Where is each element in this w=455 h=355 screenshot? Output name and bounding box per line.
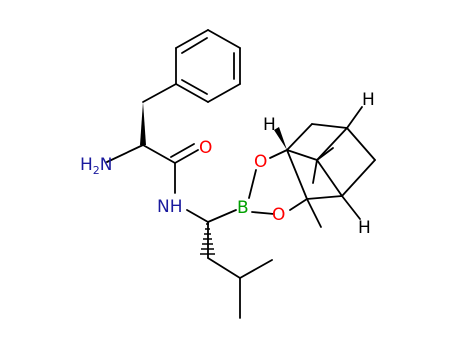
ch2-ch-bond — [207, 257, 241, 279]
wedge-bond — [140, 102, 146, 145]
bonds — [106, 29, 376, 319]
o-c-bond — [269, 149, 288, 159]
phenyl-bond — [175, 83, 209, 103]
isobutyl-bond — [239, 259, 273, 279]
cage-bond — [311, 123, 348, 129]
amide-nh-label: NH — [157, 197, 183, 217]
atom-labels: H2N NH O B O O H H H — [80, 90, 375, 238]
cage-bond — [346, 127, 376, 161]
h-label-top-left: H — [263, 115, 276, 135]
phenyl-bond — [207, 29, 241, 49]
h-bond — [341, 195, 361, 220]
methyl-bond — [316, 147, 334, 161]
h-bond — [346, 106, 363, 129]
wedge-bonds — [140, 102, 287, 150]
carbonyl-double-bond — [174, 149, 199, 164]
h-label-bottom-right: H — [358, 218, 371, 238]
ester-o1-label: O — [254, 152, 267, 172]
alpha-carbonyl-bond — [142, 144, 176, 164]
wedge-bond — [274, 127, 287, 150]
carbonyl-double-bond — [170, 143, 195, 158]
methyl-bond — [312, 159, 318, 184]
phenyl-double-bond — [181, 79, 208, 95]
boron-label: B — [237, 198, 249, 218]
cage-bond — [306, 195, 343, 200]
h-label-top-right: H — [362, 90, 375, 110]
carbonyl-o-label: O — [199, 138, 212, 158]
ester-o2-label: O — [272, 205, 285, 225]
cage-bond — [286, 123, 313, 151]
benzyl-bond — [142, 83, 177, 103]
cage-bond — [316, 127, 348, 161]
cage-bond — [316, 159, 343, 197]
alpha-amine-bond — [106, 144, 144, 163]
cage-bond — [341, 159, 376, 197]
b-o-bond — [251, 211, 275, 215]
o-c-bond — [289, 198, 308, 211]
methyl-bond — [306, 198, 322, 228]
ch-boron-bond — [207, 209, 237, 223]
ring-fusion-bond — [286, 149, 308, 200]
phenyl-bond — [207, 83, 241, 103]
n-ch-bond — [186, 209, 209, 223]
phenyl-bond — [175, 29, 209, 49]
amine-label: H2N — [80, 155, 113, 177]
cage-bridge-bond — [286, 149, 318, 161]
b-o-bond — [248, 169, 257, 199]
phenyl-double-bond — [181, 37, 208, 54]
hash-bonds — [200, 223, 215, 255]
